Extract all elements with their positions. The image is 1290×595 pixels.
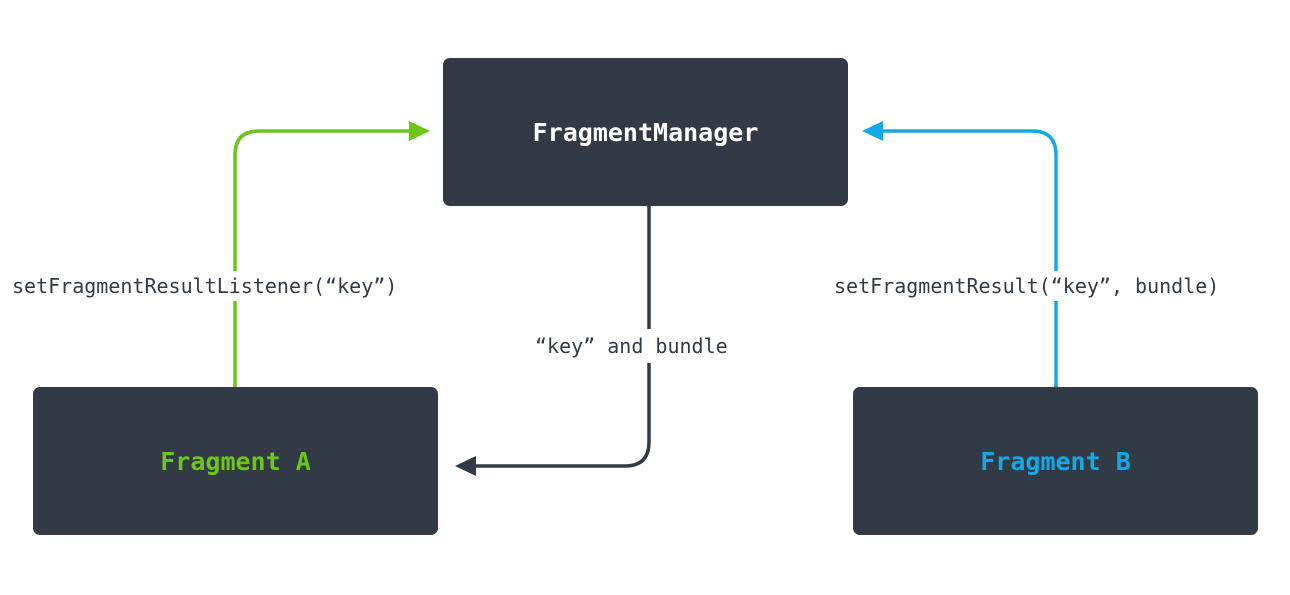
fragment-manager-label: FragmentManager — [532, 117, 759, 147]
fragment-b-label: Fragment B — [980, 446, 1131, 476]
arrow-manager-to-a — [472, 206, 651, 468]
arrowhead-manager-to-a — [455, 456, 476, 476]
fragment-a-box: Fragment A — [33, 387, 438, 535]
arrowhead-a-to-manager — [409, 121, 430, 141]
key-and-bundle-label: “key” and bundle — [535, 329, 728, 363]
arrowhead-b-to-manager — [862, 121, 883, 141]
fragment-a-label: Fragment A — [160, 446, 311, 476]
arrow-a-to-manager — [233, 129, 412, 387]
set-fragment-result-label: setFragmentResult(“key”, bundle) — [834, 271, 1220, 301]
arrow-b-to-manager — [880, 129, 1058, 387]
fragment-manager-box: FragmentManager — [443, 58, 848, 206]
set-fragment-result-listener-label: setFragmentResultListener(“key”) — [12, 271, 398, 301]
fragment-b-box: Fragment B — [853, 387, 1258, 535]
